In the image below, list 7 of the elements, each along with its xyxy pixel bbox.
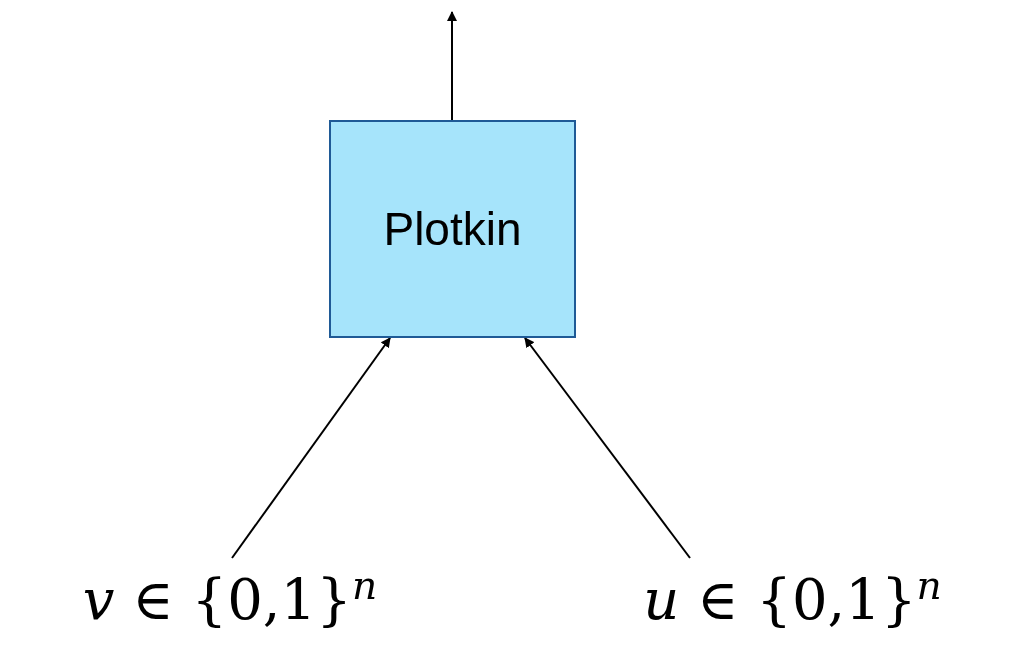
process-box bbox=[329, 120, 576, 338]
box-label: Plotkin bbox=[383, 202, 522, 256]
arrow bbox=[447, 11, 457, 121]
arrow bbox=[524, 337, 691, 559]
math-label: v ∈ {0,1}$^{n}$ bbox=[82, 563, 378, 633]
math-label: u ∈ {0,1}$^{n}$ bbox=[643, 563, 942, 633]
arrow bbox=[231, 337, 391, 559]
